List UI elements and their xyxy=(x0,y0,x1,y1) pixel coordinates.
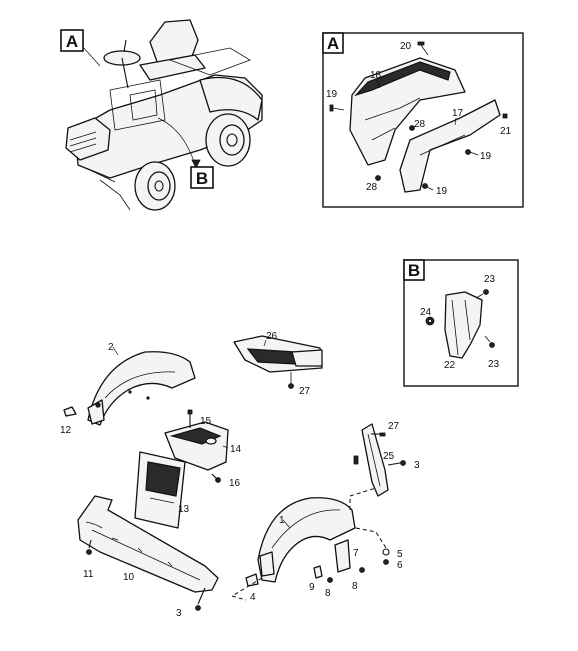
label-27-top: 27 xyxy=(299,386,311,397)
label-16: 16 xyxy=(229,478,241,489)
detail-b-marker xyxy=(403,259,425,281)
detail-a-marker xyxy=(322,32,344,54)
label-25: 25 xyxy=(383,451,395,462)
label-3-bottom: 3 xyxy=(176,608,182,619)
label-a-28-mid: 28 xyxy=(414,119,426,130)
label-8-right: 8 xyxy=(352,581,358,592)
label-2: 2 xyxy=(108,342,114,353)
callout-b-letter: B xyxy=(196,169,208,188)
label-1: 1 xyxy=(279,515,285,526)
label-11: 11 xyxy=(83,569,94,580)
callout-a-marker xyxy=(60,29,84,52)
label-5: 5 xyxy=(397,549,403,560)
label-3-right: 3 xyxy=(414,460,420,471)
detail-a-parts xyxy=(329,41,508,193)
label-12: 12 xyxy=(60,425,72,436)
label-a-20: 20 xyxy=(400,41,412,52)
label-a-19-bottom: 19 xyxy=(436,186,448,197)
label-8-left: 8 xyxy=(325,588,331,599)
label-14: 14 xyxy=(230,444,242,455)
label-b-22: 22 xyxy=(444,360,456,371)
label-a-18: 18 xyxy=(370,70,382,81)
label-26: 26 xyxy=(266,331,278,342)
label-4: 4 xyxy=(250,592,256,603)
callout-a-letter: A xyxy=(66,32,78,51)
label-b-23-top: 23 xyxy=(484,274,496,285)
label-b-24: 24 xyxy=(420,307,432,318)
label-a-19-right: 19 xyxy=(480,151,492,162)
exploded-parts xyxy=(63,335,406,611)
label-6: 6 xyxy=(397,560,403,571)
detail-b-parts xyxy=(425,289,495,359)
label-a-17: 17 xyxy=(452,108,464,119)
label-27-right: 27 xyxy=(388,421,400,432)
tractor-overview xyxy=(65,19,263,211)
label-7: 7 xyxy=(353,548,359,559)
label-b-23-bottom: 23 xyxy=(488,359,500,370)
label-15: 15 xyxy=(200,416,212,427)
label-9: 9 xyxy=(309,582,315,593)
label-a-19-top: 19 xyxy=(326,89,338,100)
label-a-21: 21 xyxy=(500,126,512,137)
callout-b-marker xyxy=(190,166,214,189)
label-13: 13 xyxy=(178,504,190,515)
detail-a-letter: A xyxy=(327,34,339,53)
label-10: 10 xyxy=(123,572,135,583)
label-a-28-bottom: 28 xyxy=(366,182,378,193)
detail-b-letter: B xyxy=(408,261,420,280)
